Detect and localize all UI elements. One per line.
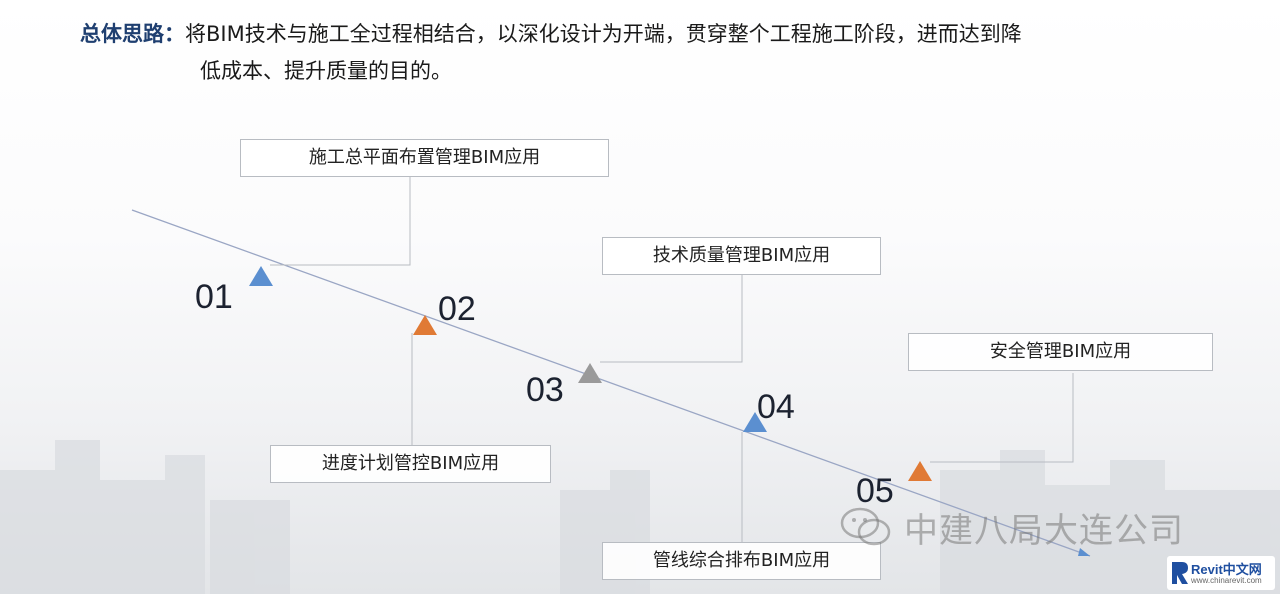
wechat-icon <box>840 507 891 546</box>
step-number-03: 03 <box>526 371 564 409</box>
step-marker-04 <box>743 412 767 432</box>
intro-line-2: 低成本、提升质量的目的。 <box>200 59 452 83</box>
logo-main-text: Revit中文网 <box>1191 562 1262 577</box>
step-marker-01 <box>249 266 273 286</box>
step-box-01: 施工总平面布置管理BIM应用 <box>240 139 609 177</box>
intro-paragraph: 总体思路：将BIM技术与施工全过程相结合，以深化设计为开端，贯穿整个工程施工阶段… <box>80 16 1190 90</box>
revit-logo: Revit中文网 www.chinarevit.com <box>1167 556 1275 590</box>
step-number-02: 02 <box>438 290 476 328</box>
revit-logo-icon <box>1172 562 1188 584</box>
step-marker-02 <box>413 315 437 335</box>
logo-url-text: www.chinarevit.com <box>1191 576 1262 585</box>
watermark: 中建八局大连公司 <box>838 505 1184 551</box>
watermark-text: 中建八局大连公司 <box>904 510 1184 551</box>
timeline-line <box>131 209 1091 557</box>
connector-03 <box>600 275 743 363</box>
intro-lead: 总体思路： <box>80 22 185 46</box>
step-marker-05 <box>908 461 932 481</box>
connector-05 <box>930 373 1074 463</box>
step-box-03: 技术质量管理BIM应用 <box>602 237 881 275</box>
connector-01 <box>270 177 411 266</box>
step-number-04: 04 <box>757 388 795 426</box>
step-box-04: 管线综合排布BIM应用 <box>602 542 881 580</box>
step-box-05: 安全管理BIM应用 <box>908 333 1213 371</box>
intro-line-1: 将BIM技术与施工全过程相结合，以深化设计为开端，贯穿整个工程施工阶段，进而达到… <box>185 22 1022 46</box>
step-number-05: 05 <box>856 472 894 510</box>
step-number-01: 01 <box>195 278 233 316</box>
timeline-arrowhead <box>1078 548 1090 556</box>
step-box-02: 进度计划管控BIM应用 <box>270 445 551 483</box>
step-marker-03 <box>578 363 602 383</box>
